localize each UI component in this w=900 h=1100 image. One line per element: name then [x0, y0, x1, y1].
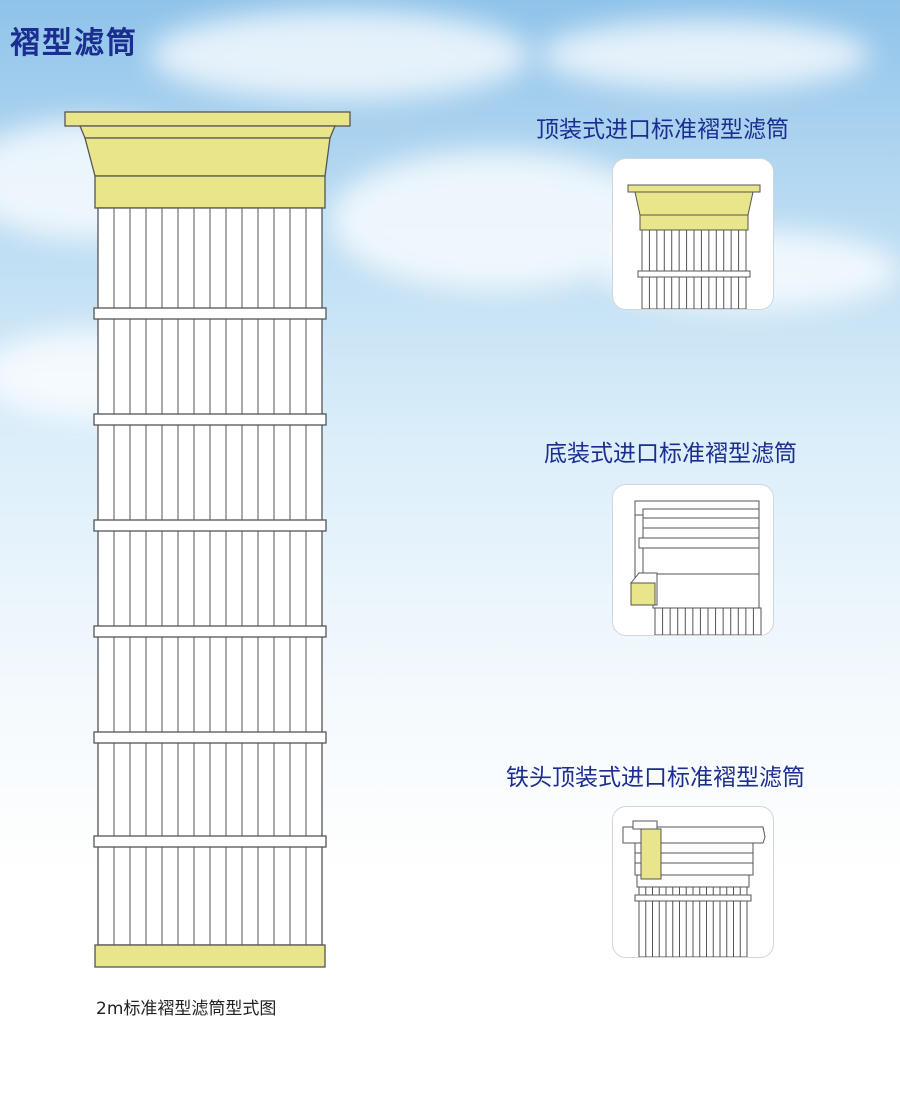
support-band [93, 731, 327, 744]
support-band [93, 835, 327, 848]
top-cap-taper [84, 137, 331, 177]
variant-thumb-bottom-mount [612, 484, 774, 636]
support-band [93, 625, 327, 638]
cloud [540, 20, 870, 90]
top-mount-filter-icon [627, 184, 761, 309]
support-band [93, 307, 327, 320]
variant-thumb-top-mount [612, 158, 774, 310]
support-band [93, 519, 327, 532]
variant-title-iron-head: 铁头顶装式进口标准褶型滤筒 [506, 765, 805, 791]
top-cap-collar [94, 175, 326, 209]
bottom-mount-filter-icon [629, 500, 762, 635]
main-diagram-caption: 2m标准褶型滤筒型式图 [96, 999, 277, 1019]
iron-head-top-mount-filter-icon [622, 820, 766, 957]
main-filter-diagram [64, 111, 351, 968]
page-title: 褶型滤筒 [10, 26, 138, 61]
variant-thumb-iron-head [612, 806, 774, 958]
top-cap-flange [64, 111, 351, 127]
top-cap-lip [79, 125, 336, 139]
bottom-cap [94, 944, 326, 968]
support-band [93, 413, 327, 426]
variant-title-top-mount: 顶装式进口标准褶型滤筒 [536, 117, 789, 143]
cloud [150, 10, 530, 100]
variant-title-bottom-mount: 底装式进口标准褶型滤筒 [544, 441, 797, 467]
